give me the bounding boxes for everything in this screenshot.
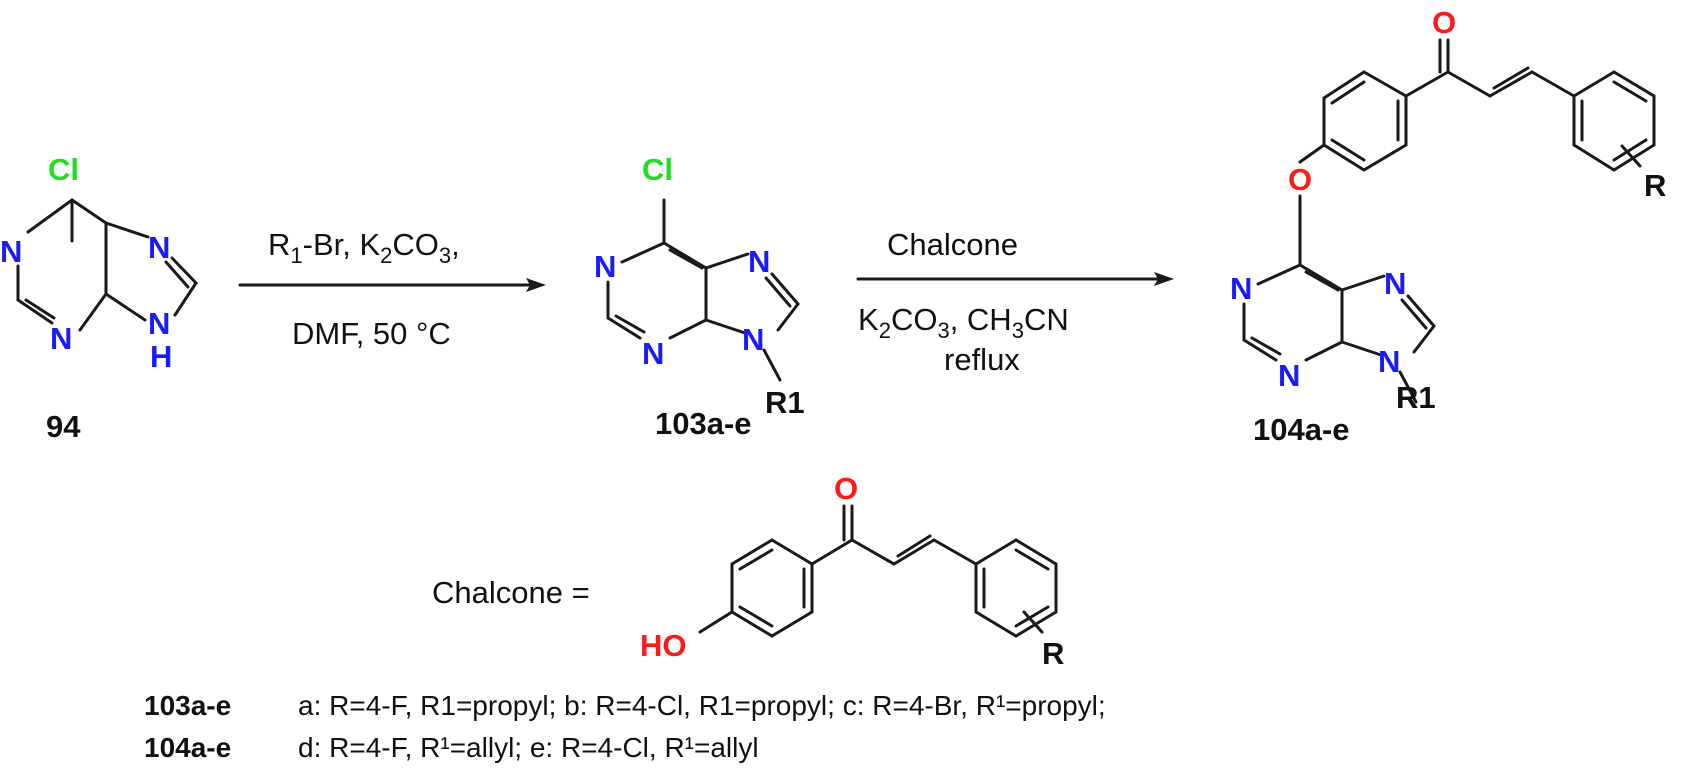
compound-94-bonds <box>16 198 198 332</box>
chalcone-r-substituent: R <box>1042 636 1064 671</box>
chalcone-carbonyl-o-atom: O <box>834 471 858 506</box>
compound-94-structure: Cl N N N N H <box>0 152 198 374</box>
compound-104-bonds <box>1242 38 1656 404</box>
compound-104-n3-atom: N <box>1278 358 1300 393</box>
step1-conditions: DMF, 50 °C <box>292 316 451 351</box>
compound-103-structure: Cl N N N N R1 <box>594 152 805 420</box>
compound-94-h-atom: H <box>150 339 172 374</box>
compound-94-n3-atom: N <box>50 321 72 356</box>
compound-104-n7-atom: N <box>1384 266 1406 301</box>
step2-reflux: reflux <box>944 342 1020 377</box>
legend-row2-text: d: R=4-F, R¹=allyl; e: R=4-Cl, R¹=allyl <box>298 732 759 763</box>
compound-103-n3-atom: N <box>642 336 664 371</box>
compound-103-cl-atom: Cl <box>642 152 673 187</box>
compound-94-n9-atom: N <box>148 306 170 341</box>
compound-103-n9-atom: N <box>742 322 764 357</box>
compound-104-n1-atom: N <box>1230 271 1252 306</box>
legend-row2-label: 104a-e <box>144 732 231 763</box>
legend-row1-label: 103a-e <box>144 690 231 721</box>
compound-94-n7-atom: N <box>148 230 170 265</box>
compound-104-carbonyl-o-atom: O <box>1432 5 1456 40</box>
chalcone-ho-group: HO <box>640 628 687 663</box>
compound-104-r-substituent: R <box>1644 168 1666 203</box>
substituent-legend: 103a-e a: R=4-F, R1=propyl; b: R=4-Cl, R… <box>144 690 1106 763</box>
compound-103-n7-atom: N <box>748 244 770 279</box>
compound-94-label: 94 <box>46 409 81 444</box>
compound-104-structure: O O R N N N N R1 <box>1230 5 1666 415</box>
step1-reagents: R1-Br, K2CO3, <box>268 227 460 268</box>
step2-arrow <box>856 272 1174 286</box>
compound-104-ether-o-atom: O <box>1288 162 1312 197</box>
compound-104-n9-atom: N <box>1378 344 1400 379</box>
compound-94-n1-atom: N <box>0 234 22 269</box>
step1-arrow <box>238 278 546 292</box>
chalcone-definition-label: Chalcone = <box>432 575 590 610</box>
chalcone-structure: O HO R <box>640 471 1064 671</box>
legend-row1-text: a: R=4-F, R1=propyl; b: R=4-Cl, R1=propy… <box>298 690 1106 721</box>
step2-conditions: K2CO3, CH3CN <box>858 302 1069 343</box>
compound-104-r1-substituent: R1 <box>1396 380 1436 415</box>
compound-103-n1-atom: N <box>594 249 616 284</box>
compound-103-r1-substituent: R1 <box>765 385 805 420</box>
step2-reagent: Chalcone <box>887 227 1018 262</box>
chalcone-bonds <box>698 504 1058 638</box>
compound-103-label: 103a-e <box>655 406 752 441</box>
compound-104-label: 104a-e <box>1253 412 1350 447</box>
compound-103-bonds <box>606 198 800 382</box>
compound-94-cl-atom: Cl <box>48 152 79 187</box>
